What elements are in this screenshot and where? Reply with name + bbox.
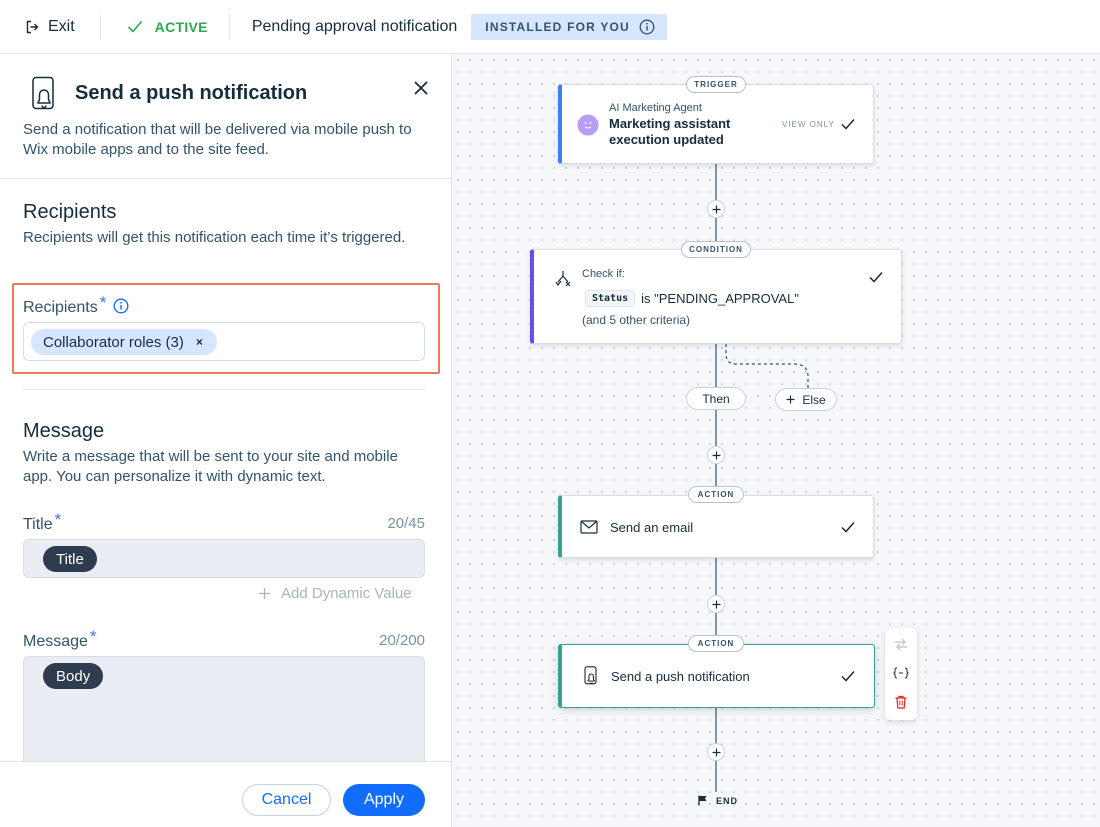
add-step-button[interactable] [707, 595, 725, 613]
flag-icon [698, 795, 707, 806]
trash-icon [895, 695, 907, 709]
top-bar: Exit ACTIVE Pending approval notificatio… [0, 0, 1100, 54]
message-section-description: Write a message that will be sent to you… [23, 448, 398, 485]
info-icon[interactable] [113, 298, 129, 314]
send-email-title: Send an email [610, 520, 694, 535]
exit-button[interactable]: Exit [25, 18, 75, 36]
send-email-card[interactable]: Send an email [558, 495, 874, 558]
add-dynamic-value-label: Add Dynamic Value [281, 585, 412, 602]
check-icon [127, 20, 142, 33]
title-dynamic-pill[interactable]: Title [43, 546, 97, 572]
info-icon [639, 19, 655, 34]
trigger-tag: TRIGGER [686, 76, 746, 93]
message-section-title: Message [23, 420, 105, 442]
plus-icon [786, 395, 795, 404]
add-step-button[interactable] [707, 743, 725, 761]
panel-description: Send a notification that will be deliver… [23, 121, 412, 158]
action-tag: ACTION [688, 486, 744, 503]
recipients-section-description: Recipients will get this notification ea… [23, 229, 406, 246]
mobile-bell-icon [584, 666, 597, 685]
split-branch-icon [555, 271, 571, 287]
recipients-section-title: Recipients [23, 201, 117, 223]
swap-icon [895, 638, 907, 650]
trigger-title-line1: Marketing assistant [609, 116, 731, 131]
step-toolbox [885, 628, 917, 720]
plus-icon [259, 588, 270, 599]
ai-agent-avatar-icon [577, 114, 599, 136]
required-mark: * [99, 293, 107, 312]
status-label: ACTIVE [154, 18, 208, 35]
panel-footer: Cancel Apply [0, 761, 451, 827]
condition-tag: CONDITION [681, 241, 751, 258]
check-icon [841, 671, 855, 682]
dynamic-value-button[interactable] [891, 663, 911, 683]
title-field-label: Title* [23, 510, 62, 533]
automation-canvas[interactable]: AI Marketing Agent Marketing assistant e… [452, 54, 1100, 827]
dynamic-value-icon [893, 667, 909, 679]
status-badge: ACTIVE [127, 19, 208, 35]
add-else-branch-button[interactable]: Else [775, 388, 837, 411]
panel-title: Send a push notification [75, 82, 308, 104]
divider [23, 389, 425, 390]
installed-label: INSTALLED FOR YOU [485, 19, 630, 34]
check-icon [869, 272, 883, 283]
chip-remove-icon[interactable]: × [195, 335, 203, 349]
condition-check-if: Check if: [582, 268, 625, 280]
view-only-badge: VIEW ONLY [782, 120, 835, 129]
condition-field: Status [585, 290, 636, 307]
delete-step-button[interactable] [891, 692, 911, 712]
plus-icon [712, 748, 720, 756]
check-icon [841, 119, 855, 130]
envelope-icon [580, 520, 598, 534]
recipient-chip: Collaborator roles (3) × [31, 329, 217, 355]
exit-label: Exit [48, 17, 75, 35]
automation-name: Pending approval notification [251, 17, 458, 35]
title-char-counter: 20/45 [387, 515, 425, 532]
flow-connectors [715, 164, 809, 792]
send-push-notification-card[interactable]: Send a push notification [558, 644, 875, 708]
message-char-counter: 20/200 [379, 632, 425, 649]
trigger-card[interactable]: AI Marketing Agent Marketing assistant e… [558, 84, 874, 164]
end-label: END [716, 795, 739, 806]
chip-label: Collaborator roles (3) [43, 333, 184, 351]
exit-icon [26, 20, 39, 33]
trigger-title-line2: execution updated [609, 132, 724, 147]
condition-operator-value: is "PENDING_APPROVAL" [641, 291, 799, 306]
required-mark: * [54, 510, 62, 529]
condition-clause: Status is "PENDING_APPROVAL" [585, 290, 799, 307]
condition-more-criteria: (and 5 other criteria) [582, 313, 691, 327]
recipients-input[interactable]: Collaborator roles (3) × [23, 322, 425, 361]
check-icon [841, 522, 855, 533]
trigger-app-name: AI Marketing Agent [609, 102, 702, 114]
apply-button[interactable]: Apply [343, 784, 425, 816]
panel-header: Send a push notification Send a notifica… [0, 54, 451, 179]
condition-card[interactable]: Check if: Status is "PENDING_APPROVAL" (… [530, 249, 902, 344]
else-label: Else [802, 392, 826, 407]
divider [99, 13, 101, 40]
send-push-title: Send a push notification [611, 669, 750, 684]
required-mark: * [89, 627, 97, 646]
plus-icon [712, 451, 720, 459]
add-step-button[interactable] [707, 200, 725, 218]
add-step-button[interactable] [707, 446, 725, 464]
cancel-button[interactable]: Cancel [242, 784, 331, 816]
swap-step-button[interactable] [891, 634, 911, 654]
mobile-bell-icon [32, 76, 54, 110]
then-branch-button[interactable]: Then [686, 387, 746, 410]
message-field-label: Message* [23, 627, 97, 650]
title-input[interactable]: Title [23, 539, 425, 578]
recipients-field-label: Recipients* [23, 293, 107, 316]
message-dynamic-pill[interactable]: Body [43, 663, 104, 689]
recipients-highlight [12, 283, 440, 374]
close-icon[interactable] [411, 78, 431, 98]
divider [228, 13, 230, 40]
action-tag: ACTION [688, 635, 744, 652]
settings-panel: Send a push notification Send a notifica… [0, 54, 452, 827]
plus-icon [712, 600, 720, 608]
installed-badge[interactable]: INSTALLED FOR YOU [471, 13, 667, 40]
end-marker: END [698, 795, 738, 806]
add-dynamic-value-button[interactable]: Add Dynamic Value [258, 585, 412, 602]
plus-icon [712, 205, 720, 213]
then-label: Then [702, 391, 730, 406]
